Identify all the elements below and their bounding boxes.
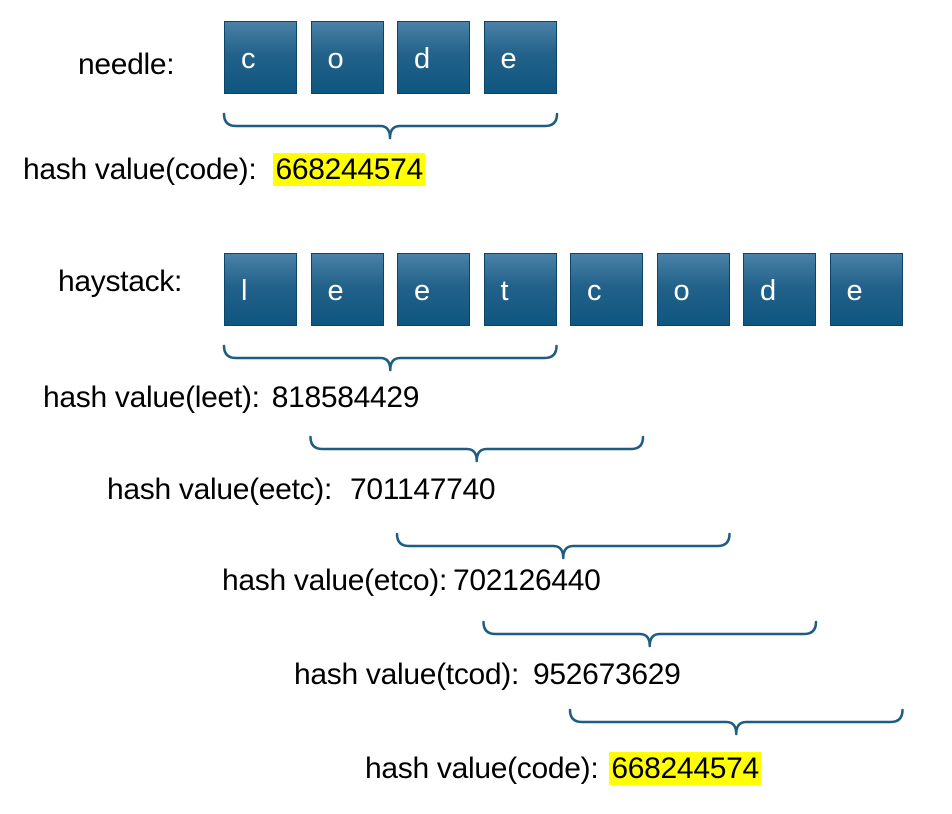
window-hash-value: 701147740 xyxy=(350,473,496,506)
needle-hash-value: 668244574 xyxy=(273,153,425,186)
window-hash-row: hash value(eetc): 701147740 xyxy=(107,472,496,508)
char-cell: t xyxy=(483,253,557,326)
window-hash-row: hash value(leet): 818584429 xyxy=(43,380,419,416)
window-hash-label: hash value(leet): xyxy=(43,381,260,414)
brace-path xyxy=(568,708,904,736)
window-hash-label: hash value(code): xyxy=(365,752,599,785)
window-hash-row: hash value(tcod): 952673629 xyxy=(294,657,681,693)
char-cell: e xyxy=(829,253,903,326)
char-cell: o xyxy=(656,253,730,326)
char-text: d xyxy=(414,43,431,75)
brace-path xyxy=(482,620,818,648)
char-cell: o xyxy=(310,21,384,94)
char-text: t xyxy=(500,275,509,307)
char-text: c xyxy=(587,275,602,307)
window-hash-label: hash value(tcod): xyxy=(294,658,520,691)
needle-hash-text: hash value(code): xyxy=(23,153,257,186)
brace-path xyxy=(395,532,731,560)
char-text: o xyxy=(673,275,690,307)
brace-path xyxy=(222,112,559,140)
window-hash-value: 668244574 xyxy=(609,752,761,785)
window-hash-value: 952673629 xyxy=(533,658,681,691)
char-text: l xyxy=(241,275,248,307)
char-cell: e xyxy=(397,253,470,326)
window-hash-row: hash value(code): 668244574 xyxy=(365,751,761,787)
needle-label: needle: xyxy=(78,48,175,81)
char-cell: l xyxy=(224,253,297,326)
window-hash-label: hash value(eetc): xyxy=(107,473,333,506)
char-cell: d xyxy=(397,21,470,94)
char-text: e xyxy=(846,275,863,307)
window-hash-value: 702126440 xyxy=(453,564,601,597)
haystack-label: haystack: xyxy=(58,265,183,298)
char-cell: d xyxy=(743,253,816,326)
char-text: c xyxy=(241,43,256,75)
char-cell: e xyxy=(483,21,557,94)
char-text: e xyxy=(414,275,431,307)
window-hash-label: hash value(etco): xyxy=(222,564,448,597)
window-hash-value: 818584429 xyxy=(271,381,420,414)
char-text: o xyxy=(327,43,344,75)
needle-hash-label: hash value(code): 668244574 xyxy=(23,152,425,188)
char-cell: e xyxy=(310,253,384,326)
char-text: d xyxy=(760,275,777,307)
brace-path xyxy=(309,435,645,463)
window-hash-row: hash value(etco):702126440 xyxy=(222,563,601,599)
char-text: e xyxy=(327,275,344,307)
char-cell: c xyxy=(570,253,643,326)
brace-path xyxy=(222,344,558,372)
char-cell: c xyxy=(224,21,297,94)
char-text: e xyxy=(500,43,517,75)
